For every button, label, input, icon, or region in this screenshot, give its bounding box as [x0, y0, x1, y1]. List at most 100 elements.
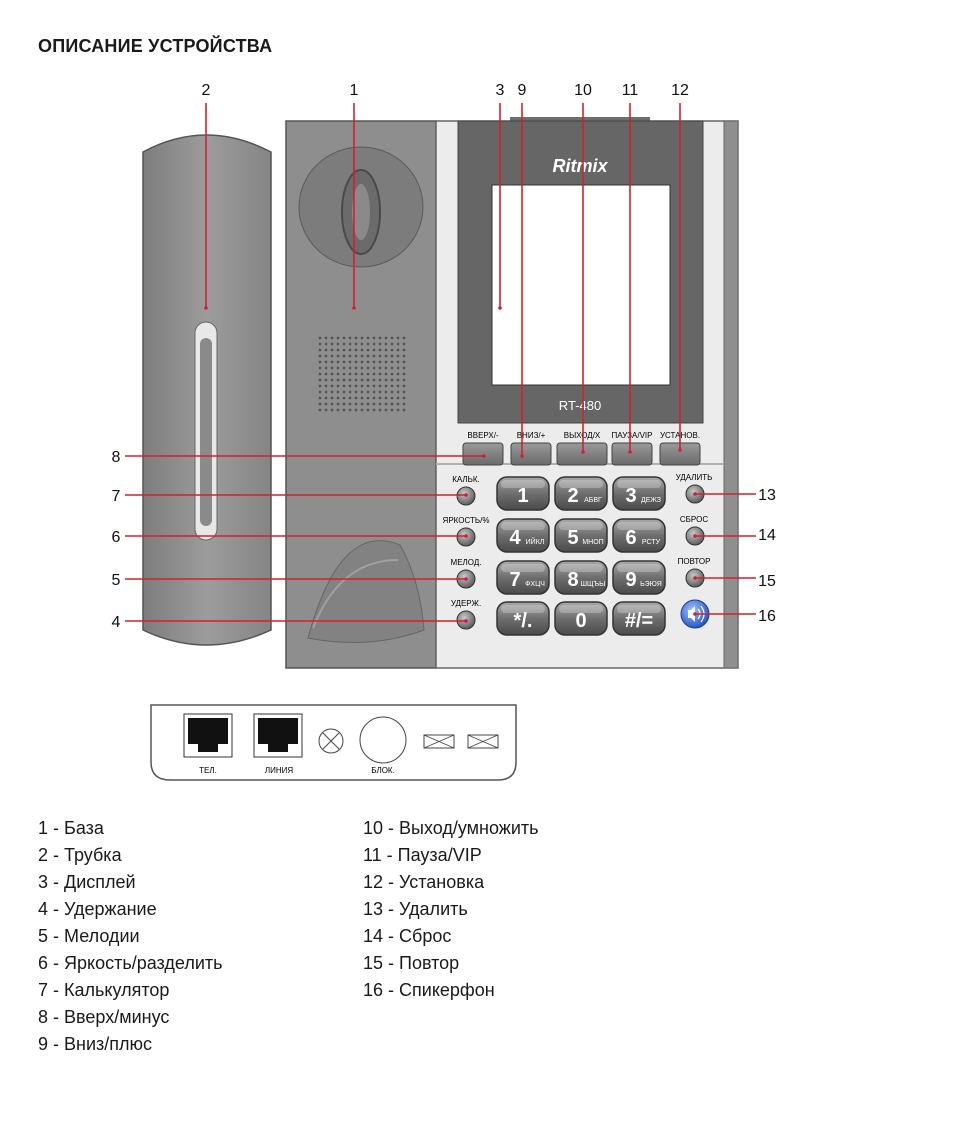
legend-right-item: 12 - Установка [363, 872, 485, 892]
callout-4: 4 [112, 614, 468, 631]
callout-14: 14 [693, 527, 776, 544]
callout-number: 12 [671, 82, 689, 99]
key-digit: 4 [509, 527, 521, 549]
key-digit: 2 [567, 485, 578, 507]
right-button-label: ПОВТОР [678, 557, 711, 566]
top-button-label: ПАУЗА/VIP [612, 431, 653, 440]
phone-diagram: Ritmix RT-480 ВВЕРХ/- ВНИЗ/+ ВЫХОД/Х ПАУЗА/… [112, 82, 776, 781]
callout-number: 15 [758, 573, 776, 590]
key-letters: ИЙКЛ [526, 537, 545, 546]
key-digit: 8 [567, 569, 578, 591]
top-button-label: ВНИЗ/+ [517, 431, 546, 440]
right-button-label: УДАЛИТЬ [676, 473, 713, 482]
callout-number: 5 [112, 572, 121, 589]
line-port-label: ЛИНИЯ [265, 766, 294, 775]
phone-base [285, 120, 437, 669]
callout-7: 7 [112, 488, 468, 505]
legend-right-item: 16 - Спикерфон [363, 980, 495, 1000]
callout-6: 6 [112, 529, 468, 546]
model-label: RT-480 [559, 398, 601, 413]
key-4[interactable]: 4 ИЙКЛ [496, 518, 550, 553]
key-letters: АБВГ [584, 497, 602, 504]
legend-right-item: 11 - Пауза/VIP [363, 845, 482, 865]
callout-number: 2 [202, 82, 211, 99]
legend-left-item: 8 - Вверх/минус [38, 1007, 170, 1027]
legend-right-item: 13 - Удалить [363, 899, 468, 919]
top-button-2[interactable]: ВЫХОД/Х [556, 431, 608, 466]
left-button-label: УДЕРЖ. [451, 599, 481, 608]
screw-icon [318, 728, 344, 754]
key-1[interactable]: 1 [496, 476, 550, 511]
top-button-0[interactable]: ВВЕРХ/- [462, 431, 504, 466]
left-button-label: МЕЛОД. [451, 558, 482, 567]
left-button-label: КАЛЬК. [452, 475, 480, 484]
callout-12: 12 [671, 82, 689, 452]
speaker-icon [688, 606, 695, 622]
top-button-label: ВВЕРХ/- [467, 431, 499, 440]
legend-left-item: 2 - Трубка [38, 845, 122, 865]
key-letters: ЬЭЮЯ [640, 581, 662, 588]
tel-port [183, 713, 233, 758]
key-letters: ШЩЪЫ [581, 581, 606, 588]
right-button-label: СБРОС [680, 515, 708, 524]
legend-right-item: 10 - Выход/умножить [363, 818, 539, 838]
callout-number: 9 [518, 82, 527, 99]
key-12[interactable]: #/= [612, 601, 666, 636]
legend-left-item: 9 - Вниз/плюс [38, 1034, 153, 1054]
legend-left-item: 5 - Мелодии [38, 926, 140, 946]
callout-2: 2 [202, 82, 211, 310]
top-button-1[interactable]: ВНИЗ/+ [510, 431, 552, 466]
line-port [253, 713, 303, 758]
callout-11: 11 [622, 82, 638, 454]
key-letters: МНОП [582, 539, 603, 546]
speaker-grille [318, 336, 406, 412]
callout-13: 13 [693, 487, 776, 504]
top-button-3[interactable]: ПАУЗА/VIP [611, 431, 653, 466]
legend-left-item: 3 - Дисплей [38, 872, 136, 892]
page-title: ОПИСАНИЕ УСТРОЙСТВА [38, 36, 273, 56]
callout-number: 16 [758, 608, 776, 625]
key-11[interactable]: 0 [554, 601, 608, 636]
brand-logo: Ritmix [552, 156, 608, 176]
callout-5: 5 [112, 572, 468, 589]
callout-number: 4 [112, 614, 121, 631]
callout-1: 1 [350, 82, 359, 310]
key-letters: ФХЦЧ [525, 581, 545, 588]
callout-number: 1 [350, 82, 359, 99]
callout-number: 13 [758, 487, 776, 504]
legend-right-item: 15 - Повтор [363, 953, 460, 973]
callout-number: 10 [574, 82, 592, 99]
left-button-label: ЯРКОСТЬ/% [443, 516, 490, 525]
callout-number: 14 [758, 527, 776, 544]
key-digit: #/= [625, 610, 653, 632]
key-digit: */. [514, 610, 533, 632]
key-digit: 9 [625, 569, 636, 591]
callout-9: 9 [518, 82, 527, 458]
key-digit: 1 [517, 485, 528, 507]
callout-10: 10 [574, 82, 592, 454]
callout-8: 8 [112, 449, 486, 466]
key-digit: 6 [625, 527, 636, 549]
callout-number: 7 [112, 488, 121, 505]
key-10[interactable]: */. [496, 601, 550, 636]
key-letters: ДЕЖЗ [641, 497, 661, 504]
key-digit: 5 [567, 527, 578, 549]
legend-left-item: 7 - Калькулятор [38, 980, 170, 1000]
legend-left-item: 6 - Яркость/разделить [38, 953, 223, 973]
rear-panel: ТЕЛ. ЛИНИЯ БЛОК. [150, 704, 517, 781]
callout-number: 8 [112, 449, 121, 466]
legend-left-item: 4 - Удержание [38, 899, 157, 919]
power-jack [359, 716, 407, 764]
legend-right: 10 - Выход/умножить 11 - Пауза/VIP 12 - Ус… [363, 815, 539, 1004]
legend-right-item: 14 - Сброс [363, 926, 452, 946]
